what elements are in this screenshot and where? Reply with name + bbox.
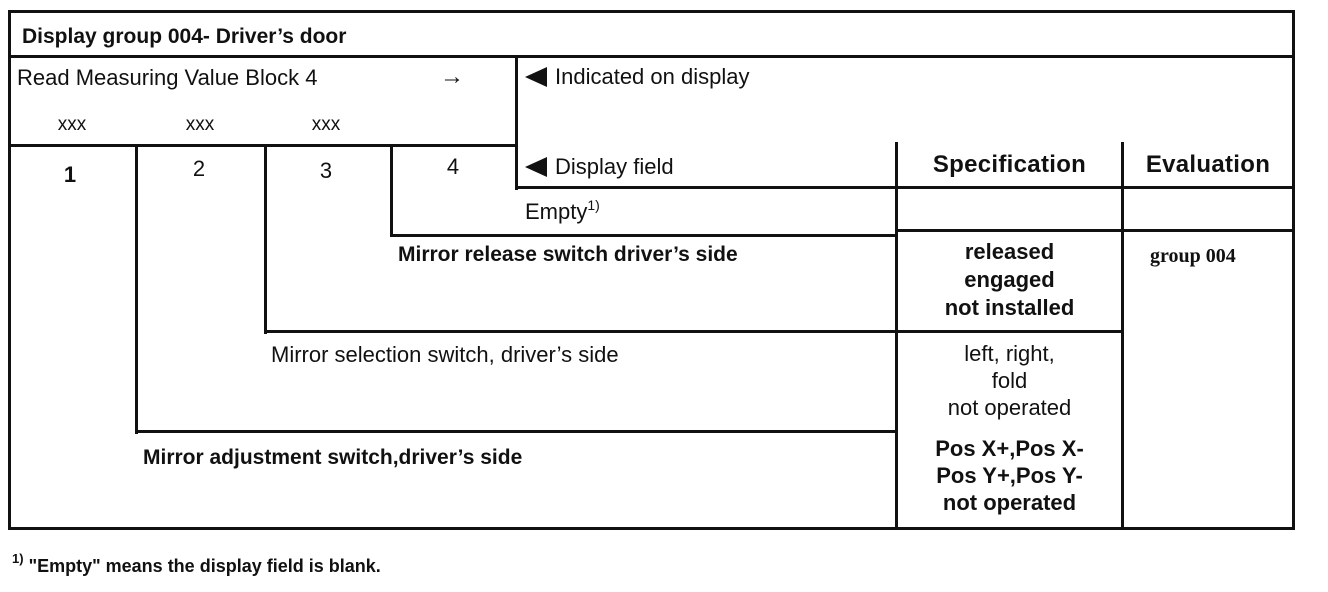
table-border-top [8,10,1295,13]
table-border-right [1292,10,1295,530]
col3-bracket [264,330,1124,333]
empty-row-label: Empty1) [525,197,600,224]
evaluation-header: Evaluation [1145,151,1271,178]
col3-divider [264,144,267,334]
indicated-left-border [515,57,518,190]
pointer-left-icon [525,157,547,177]
table-border-bottom [8,527,1295,530]
placeholder-1: xxx [57,114,87,135]
col4-divider [390,144,393,237]
display-field-underline [515,186,1295,189]
field1-spec-2: Pos Y+,Pos Y- [936,463,1083,488]
field3-spec-1: released [964,239,1055,264]
indicated-label: Indicated on display [555,64,750,89]
footnote-text: "Empty" means the display field is blank… [28,556,381,576]
footnote: 1) "Empty" means the display field is bl… [12,551,381,579]
eval-col-left [1121,142,1124,530]
col-number-4: 4 [446,154,460,179]
read-block-label: Read Measuring Value Block 4 [17,65,318,90]
pointer-left-icon [525,67,547,87]
empty-row-divider [895,229,1295,232]
title-row-divider [8,55,1295,58]
read-block-divider [8,144,518,147]
col2-bracket [135,430,897,433]
col4-bracket [390,234,897,237]
field3-label: Mirror release switch driver’s side [398,243,738,266]
display-field: Display field [525,154,674,180]
field2-spec-2: fold [991,368,1028,393]
arrow-right-icon: → [440,63,464,90]
evaluation-reference: group 004 [1150,245,1236,267]
col-number-1: 1 [63,162,77,187]
placeholder-2: xxx [185,114,215,135]
field3-spec-3: not installed [944,295,1075,320]
field2-spec-3: not operated [947,395,1072,420]
table-border-left [8,10,11,530]
col2-divider [135,144,138,434]
spec-col-left [895,142,898,530]
specification-header: Specification [932,151,1087,178]
field1-spec-1: Pos X+,Pos X- [935,436,1084,461]
field2-label: Mirror selection switch, driver’s side [271,342,619,367]
col-number-3: 3 [319,158,333,183]
page-title: Display group 004- Driver’s door [22,25,347,48]
footnote-marker: 1) [587,197,600,213]
field1-label: Mirror adjustment switch,driver’s side [143,446,523,469]
indicated-on-display: Indicated on display [525,64,749,90]
display-field-label: Display field [555,154,674,179]
col-number-2: 2 [192,156,206,181]
field3-spec-2: engaged [964,267,1055,292]
footnote-mark: 1) [12,551,24,566]
placeholder-3: xxx [311,114,341,135]
field1-spec-3: not operated [942,490,1077,515]
field2-spec-1: left, right, [964,341,1055,366]
